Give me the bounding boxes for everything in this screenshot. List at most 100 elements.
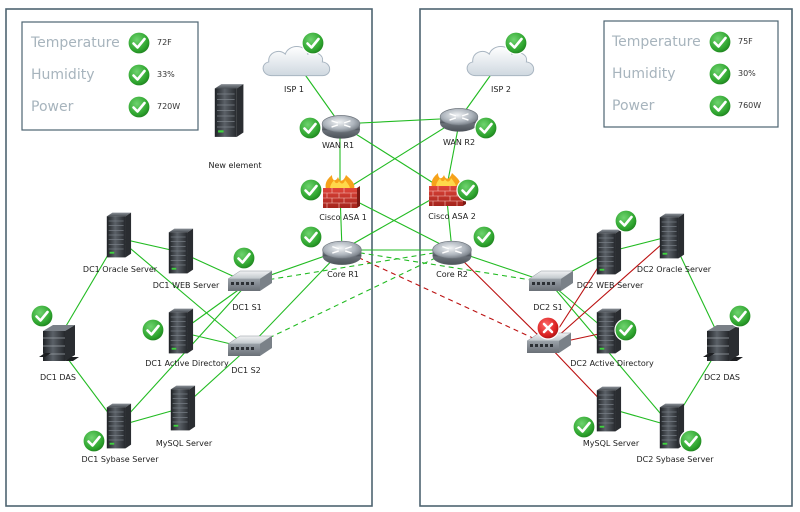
- status-ok-icon: [127, 63, 151, 87]
- node-dc1-das[interactable]: DC1 DAS: [30, 304, 80, 382]
- status-ok-icon: [472, 225, 496, 249]
- node-wan-r2[interactable]: WAN R2: [439, 107, 498, 148]
- node-label-dc1-s1: DC1 S1: [232, 303, 262, 312]
- node-dc2-oracle[interactable]: DC2 Oracle Server: [637, 213, 712, 274]
- stat-label-humidity: Humidity: [31, 67, 94, 83]
- link-core-r2-to-dc1-s1[interactable]: [247, 249, 453, 284]
- link-asa2-to-core-r1[interactable]: [341, 190, 447, 251]
- stat-label-power: Power: [31, 99, 74, 115]
- node-dc1-sybase[interactable]: DC1 Sybase Server: [81, 403, 159, 464]
- status-ok-icon: [504, 31, 528, 55]
- stat-label-temperature: Temperature: [611, 34, 701, 50]
- node-core-r1[interactable]: Core R1: [299, 225, 363, 279]
- server-icon[interactable]: [106, 403, 132, 449]
- node-dc2-web[interactable]: DC2 WEB Server: [577, 209, 644, 290]
- status-ok-icon: [708, 30, 732, 54]
- stat-value-power: 720W: [157, 102, 180, 111]
- node-dc1-oracle[interactable]: DC1 Oracle Server: [83, 212, 158, 274]
- node-core-r2[interactable]: Core R2: [431, 225, 496, 279]
- link-wan-r2-to-asa1[interactable]: [339, 117, 461, 194]
- node-label-dc2-oracle: DC2 Oracle Server: [637, 265, 712, 274]
- router-icon[interactable]: [321, 240, 363, 266]
- node-dc2-ad[interactable]: DC2 Active Directory: [570, 308, 654, 368]
- stat-label-power: Power: [612, 98, 655, 114]
- node-dc2-mysql[interactable]: MySQL Server: [572, 386, 640, 448]
- network-devices: ISP 1 ISP 2 WAN R1 WAN R2 Cisco ASA 1 Cisco A…: [30, 31, 752, 464]
- router-icon[interactable]: [439, 107, 479, 133]
- status-ok-icon: [82, 429, 106, 453]
- link-dc1-oracle-to-dc1-s2[interactable]: [117, 237, 249, 349]
- storage-icon[interactable]: [38, 324, 80, 362]
- status-ok-icon: [127, 31, 151, 55]
- node-dc1-s1[interactable]: DC1 S1: [227, 246, 273, 312]
- node-isp2[interactable]: ISP 2: [466, 31, 535, 94]
- node-wan-r1[interactable]: WAN R1: [298, 114, 361, 151]
- server-icon[interactable]: [659, 213, 685, 259]
- status-ok-icon: [299, 178, 323, 202]
- node-label-dc2-mysql: MySQL Server: [583, 439, 640, 448]
- status-ok-icon: [728, 304, 752, 328]
- link-wan-r1-to-asa2[interactable]: [339, 123, 447, 192]
- router-icon[interactable]: [431, 240, 473, 266]
- node-dc2-das[interactable]: DC2 DAS: [702, 304, 752, 382]
- stat-value-humidity: 30%: [738, 69, 756, 78]
- node-label-new-element: New element: [209, 161, 262, 170]
- status-ok-icon: [301, 31, 325, 55]
- node-label-dc2-das: DC2 DAS: [704, 373, 740, 382]
- status-ok-icon: [127, 95, 151, 119]
- stat-label-humidity: Humidity: [612, 66, 675, 82]
- node-dc2-s1[interactable]: DC2 S1: [528, 270, 574, 312]
- node-label-dc1-ad: DC1 Active Directory: [145, 359, 229, 368]
- status-ok-icon: [30, 304, 54, 328]
- node-label-dc1-sybase: DC1 Sybase Server: [81, 455, 159, 464]
- server-icon[interactable]: [596, 386, 622, 432]
- node-dc1-mysql[interactable]: MySQL Server: [156, 385, 213, 448]
- node-new-element[interactable]: New element: [209, 83, 262, 170]
- dc2-environment-box: [603, 20, 779, 128]
- node-label-dc1-das: DC1 DAS: [40, 373, 76, 382]
- status-ok-icon: [141, 318, 165, 342]
- status-ok-icon: [708, 62, 732, 86]
- link-dc2-s2-to-dc2-oracle[interactable]: [547, 235, 672, 346]
- node-dc1-s2[interactable]: DC1 S2: [227, 335, 273, 375]
- link-core-r2-to-dc1-s2[interactable]: [247, 249, 453, 349]
- server-icon[interactable]: [596, 229, 622, 275]
- link-dc2-s1-to-dc2-sybase[interactable]: [549, 282, 672, 427]
- node-label-dc1-mysql: MySQL Server: [156, 439, 213, 448]
- storage-icon[interactable]: [702, 324, 744, 362]
- node-label-dc2-s1: DC2 S1: [533, 303, 563, 312]
- status-ok-icon: [232, 246, 256, 270]
- server-icon[interactable]: [214, 83, 244, 138]
- server-icon[interactable]: [168, 228, 194, 274]
- router-icon[interactable]: [321, 114, 361, 140]
- link-core-r2-to-dc2-s2[interactable]: [451, 249, 549, 346]
- node-label-asa2: Cisco ASA 2: [428, 212, 476, 221]
- link-core-r1-to-dc2-s1[interactable]: [341, 249, 551, 284]
- node-isp1[interactable]: ISP 1: [262, 31, 331, 94]
- server-icon[interactable]: [168, 308, 194, 354]
- stat-value-humidity: 33%: [157, 70, 175, 79]
- status-ok-icon: [679, 429, 703, 453]
- node-label-isp2: ISP 2: [491, 85, 511, 94]
- dc1-environment-box: [21, 21, 199, 131]
- node-asa1[interactable]: Cisco ASA 1: [299, 175, 367, 222]
- dc1-stat-power: Power 720W: [31, 95, 180, 119]
- server-icon[interactable]: [170, 385, 196, 431]
- node-dc1-web[interactable]: DC1 WEB Server: [153, 228, 220, 290]
- link-core-r1-to-dc2-s2[interactable]: [341, 249, 549, 346]
- link-dc1-sybase-to-dc1-s1[interactable]: [117, 282, 249, 427]
- link-core-r1-to-dc1-s2[interactable]: [247, 249, 343, 349]
- node-dc1-ad[interactable]: DC1 Active Directory: [141, 308, 229, 368]
- stat-value-temperature: 72F: [157, 38, 172, 47]
- node-asa2[interactable]: Cisco ASA 2: [428, 173, 480, 221]
- status-ok-icon: [298, 116, 322, 140]
- server-icon[interactable]: [106, 212, 132, 258]
- node-label-dc1-oracle: DC1 Oracle Server: [83, 265, 158, 274]
- status-ok-icon: [708, 94, 732, 118]
- node-label-core-r2: Core R2: [436, 270, 468, 279]
- node-dc2-sybase[interactable]: DC2 Sybase Server: [636, 403, 714, 464]
